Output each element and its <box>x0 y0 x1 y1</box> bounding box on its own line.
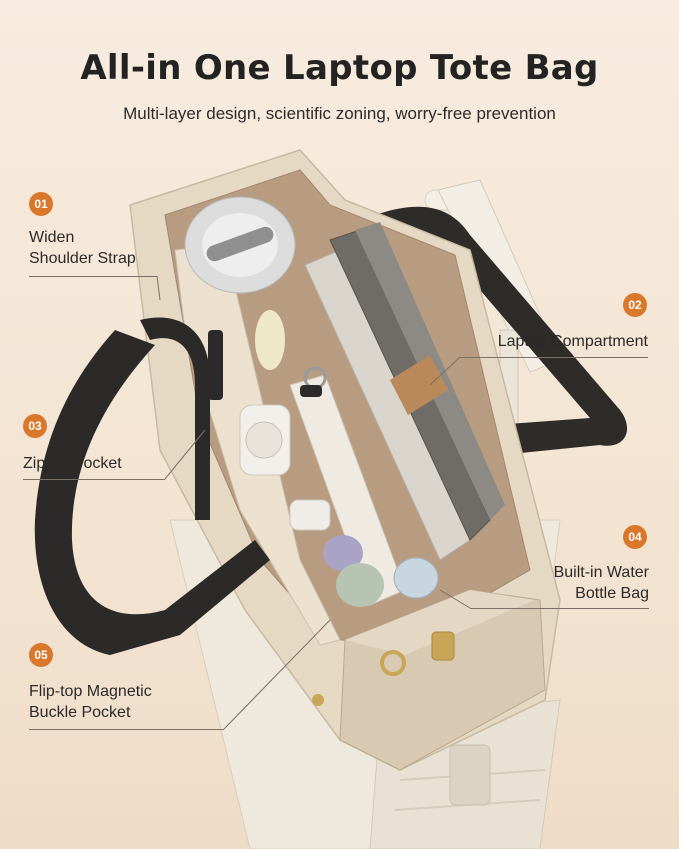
callout-badge-02: 02 <box>623 293 647 317</box>
callout-badge-01: 01 <box>29 192 53 216</box>
callout-label-zipper-pocket: Zipper Pocket <box>23 453 122 474</box>
callout-label-line: Widen <box>29 229 75 246</box>
strap-left <box>34 330 271 655</box>
callout-label-line: Shoulder Strap <box>29 250 136 267</box>
callout-badge-05: 05 <box>29 643 53 667</box>
callout-label-line: Flip-top Magnetic <box>29 683 152 700</box>
callout-label-water-bottle-bag: Built-in Water Bottle Bag <box>470 562 649 604</box>
page-subtitle: Multi-layer design, scientific zoning, w… <box>123 104 556 123</box>
callout-label-line: Built-in Water <box>553 564 649 581</box>
callout-leader-line <box>29 276 157 277</box>
callout-label-laptop-compartment: Laptop Compartment <box>420 331 648 352</box>
page-title: All-in One Laptop Tote Bag <box>80 48 599 88</box>
callout-label-magnetic-buckle-pocket: Flip-top Magnetic Buckle Pocket <box>29 681 152 723</box>
callout-leader-line <box>23 479 165 480</box>
callout-label-line: Zipper Pocket <box>23 455 122 472</box>
callout-leader-line <box>460 357 648 358</box>
callout-label-shoulder-strap: Widen Shoulder Strap <box>29 227 136 269</box>
callout-label-line: Buckle Pocket <box>29 704 131 721</box>
callout-leader-line <box>29 729 224 730</box>
callout-badge-03: 03 <box>23 414 47 438</box>
bag-body <box>129 149 561 771</box>
callout-leader-line <box>470 608 649 609</box>
callout-label-line: Laptop Compartment <box>497 333 648 350</box>
callout-badge-04: 04 <box>623 525 647 549</box>
callout-label-line: Bottle Bag <box>575 585 649 602</box>
